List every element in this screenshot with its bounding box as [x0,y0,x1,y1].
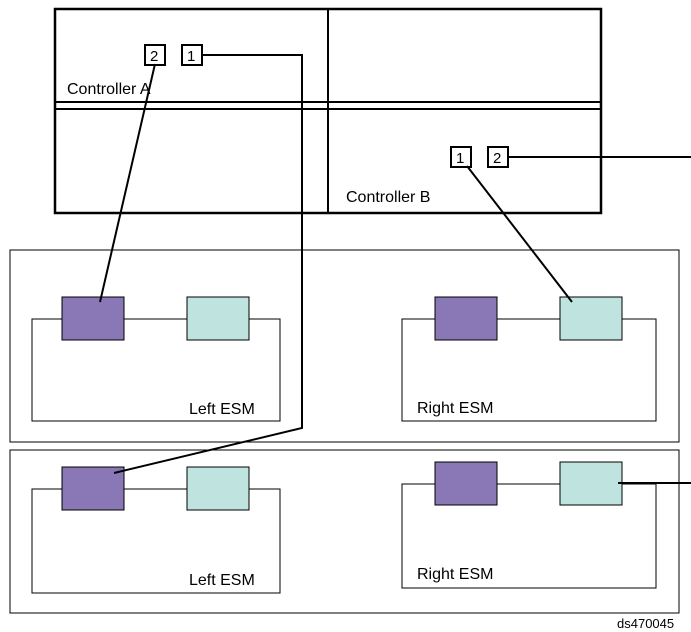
controller-a: Controller A 2 1 [67,44,203,98]
port-box [450,146,472,168]
esm-label: Left ESM [189,572,255,589]
controller-b: Controller B 1 2 [346,146,509,206]
enclosure-outline [9,249,680,443]
left-esm-top: Left ESM [31,296,281,422]
esm-label: Right ESM [417,400,493,417]
enclosure-outline [9,449,680,614]
esm-outline [31,488,281,594]
left-esm-bottom: Left ESM [31,466,281,594]
port-number: 2 [150,48,158,65]
esm-port-in[interactable] [434,296,498,341]
cables [99,54,691,484]
drive-enclosure-bottom: Left ESM Right ESM [9,449,680,614]
port-number: 2 [493,150,501,167]
cable-b1-to-top-right-esm [466,165,573,303]
controller-b-label: Controller B [346,189,430,206]
cable-a2-to-top-left-esm [99,63,156,303]
esm-port-out[interactable] [186,296,250,341]
controller-b-port-2[interactable]: 2 [487,146,509,168]
port-number: 1 [456,150,464,167]
controller-b-port-1[interactable]: 1 [450,146,472,168]
esm-port-in[interactable] [61,296,125,341]
cable-a1-to-bottom-left-esm [113,54,303,474]
esm-outline [31,318,281,422]
esm-port-out[interactable] [559,296,623,341]
controller-a-label: Controller A [67,81,151,98]
esm-port-out[interactable] [559,461,623,506]
esm-port-out[interactable] [186,466,250,511]
controller-a-port-2[interactable]: 2 [144,44,166,66]
esm-port-in[interactable] [434,461,498,506]
port-number: 1 [187,48,195,65]
esm-port-in[interactable] [61,466,125,511]
esm-outline [401,483,657,589]
right-esm-bottom: Right ESM [401,461,657,589]
controller-chassis [53,7,603,215]
right-esm-top: Right ESM [401,296,657,422]
figure-id: ds470045 [617,616,674,631]
esm-label: Right ESM [417,566,493,583]
controller-a-port-1[interactable]: 1 [181,44,203,66]
esm-outline [401,318,657,422]
drive-enclosure-top: Left ESM Right ESM [9,249,680,443]
esm-label: Left ESM [189,401,255,418]
